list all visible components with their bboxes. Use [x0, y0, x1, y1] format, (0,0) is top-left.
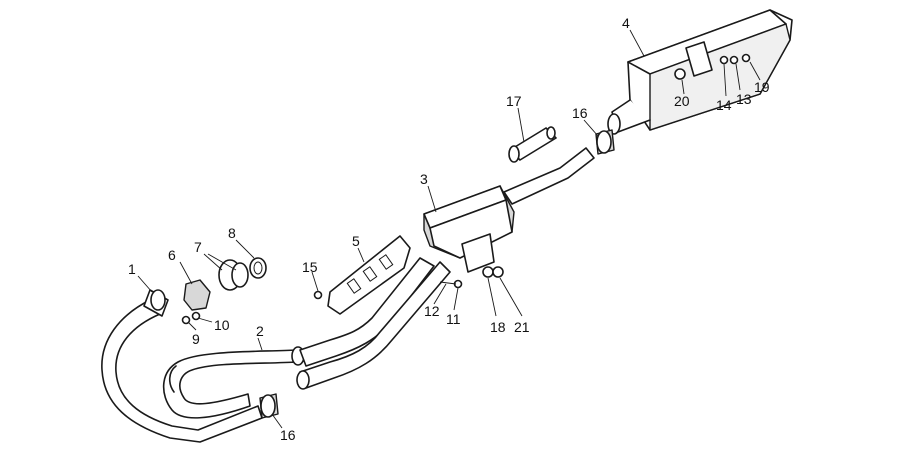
callout-20: 20	[674, 93, 690, 109]
callout-12: 12	[424, 303, 440, 319]
mid-pipe	[503, 147, 595, 205]
callout-11: 11	[446, 311, 461, 327]
callout-16-front: 16	[280, 427, 296, 443]
fastener-9-10	[181, 311, 201, 325]
callout-labels: 1 2 3 4 5 6 7 8 9 10 11 12 13 14 15 16 1…	[128, 15, 770, 443]
header-pipe-1	[101, 289, 263, 443]
ring-8	[249, 257, 267, 279]
callout-7: 7	[194, 239, 202, 255]
callout-14: 14	[716, 97, 732, 113]
fasteners-11-12-18-21	[439, 266, 504, 289]
callout-8: 8	[228, 225, 236, 241]
callout-15: 15	[302, 259, 318, 275]
clamp-16-front	[259, 393, 279, 419]
callout-17: 17	[506, 93, 522, 109]
gasket-7	[218, 259, 249, 291]
callout-3: 3	[420, 171, 428, 187]
callout-10: 10	[214, 317, 230, 333]
leader-lines	[137, 29, 761, 429]
callout-9: 9	[192, 331, 200, 347]
center-box-3	[423, 185, 515, 273]
callout-19: 19	[754, 79, 770, 95]
callout-2: 2	[256, 323, 264, 339]
rear-silencer-4	[607, 9, 793, 135]
callout-16-rear: 16	[572, 105, 588, 121]
flange-6	[183, 279, 211, 311]
callout-4: 4	[622, 15, 630, 31]
callout-1: 1	[128, 261, 136, 277]
fasteners-13-14-19-20	[674, 53, 751, 80]
callout-18: 18	[490, 319, 506, 335]
callout-5: 5	[352, 233, 360, 249]
fastener-15	[313, 290, 323, 300]
valve-17	[508, 126, 557, 163]
callout-21: 21	[514, 319, 530, 335]
clamp-16-rear	[595, 129, 615, 155]
header-pipe-2	[162, 346, 305, 419]
callout-6: 6	[168, 247, 176, 263]
heat-shield-5	[327, 235, 411, 315]
collector-pipe	[296, 257, 451, 390]
callout-13: 13	[736, 91, 752, 107]
